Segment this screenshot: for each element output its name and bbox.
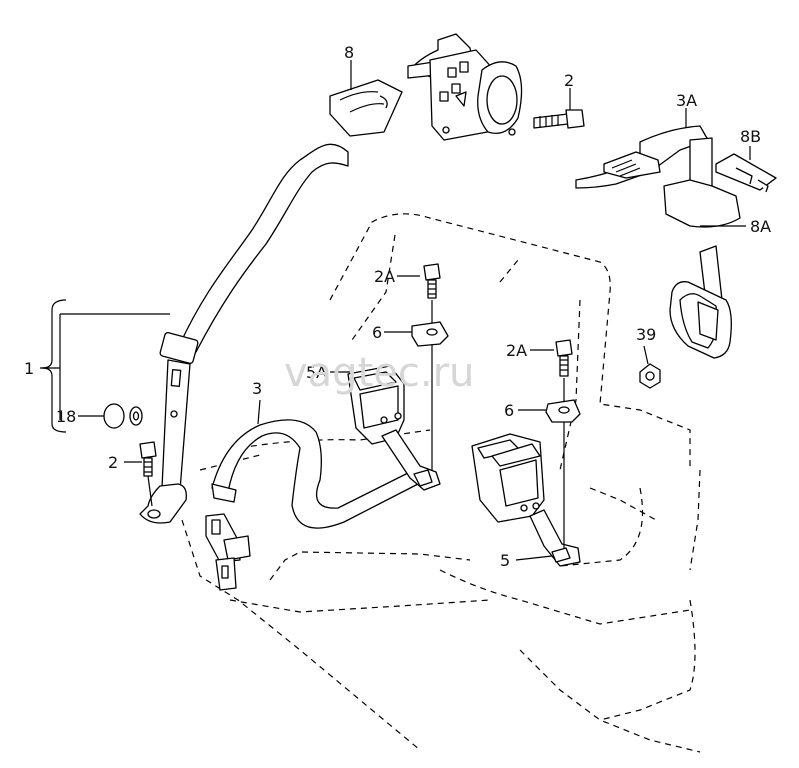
callout-39: 39 bbox=[636, 325, 656, 344]
callout-2-top: 2 bbox=[564, 71, 574, 90]
callout-3A: 3A bbox=[676, 91, 697, 110]
washer-6-right bbox=[545, 399, 581, 423]
callout-5: 5 bbox=[500, 551, 510, 570]
callout-1: 1 bbox=[24, 359, 34, 378]
washer-6-left bbox=[411, 321, 449, 347]
callout-2-left: 2 bbox=[108, 453, 118, 472]
bolt-2A-right bbox=[555, 339, 573, 548]
belt-3 bbox=[205, 419, 419, 591]
buckle-5 bbox=[471, 433, 581, 567]
leader-lines bbox=[40, 60, 751, 561]
guide-8 bbox=[329, 79, 403, 137]
callout-2A-right: 2A bbox=[506, 341, 527, 360]
buckle-5A bbox=[347, 365, 441, 491]
callout-3: 3 bbox=[252, 379, 262, 398]
callout-6-left: 6 bbox=[372, 323, 382, 342]
callout-labels: 8 2 3A 8B 8A 2A 6 5A 3 1 18 2 2A 6 39 5 bbox=[24, 43, 771, 570]
callout-2A-left: 2A bbox=[374, 267, 395, 286]
bolt-2-left bbox=[139, 441, 157, 507]
rivet-18 bbox=[103, 403, 143, 429]
callout-8B: 8B bbox=[740, 127, 761, 146]
cover-8B bbox=[715, 153, 777, 193]
bracket-1 bbox=[41, 299, 67, 433]
nut-39 bbox=[639, 363, 661, 389]
seat-outline bbox=[181, 213, 701, 753]
callout-8: 8 bbox=[344, 43, 354, 62]
callout-5A: 5A bbox=[306, 363, 327, 382]
watermark: vagtec.ru bbox=[284, 350, 474, 396]
callout-6-right: 6 bbox=[504, 401, 514, 420]
retractor-2 bbox=[407, 33, 523, 141]
callout-18: 18 bbox=[56, 407, 76, 426]
guide-8A bbox=[663, 179, 741, 228]
retractor-39 bbox=[669, 245, 732, 359]
callout-8A: 8A bbox=[750, 217, 771, 236]
bolt-2-top bbox=[533, 109, 585, 129]
belt-1 bbox=[139, 143, 349, 524]
